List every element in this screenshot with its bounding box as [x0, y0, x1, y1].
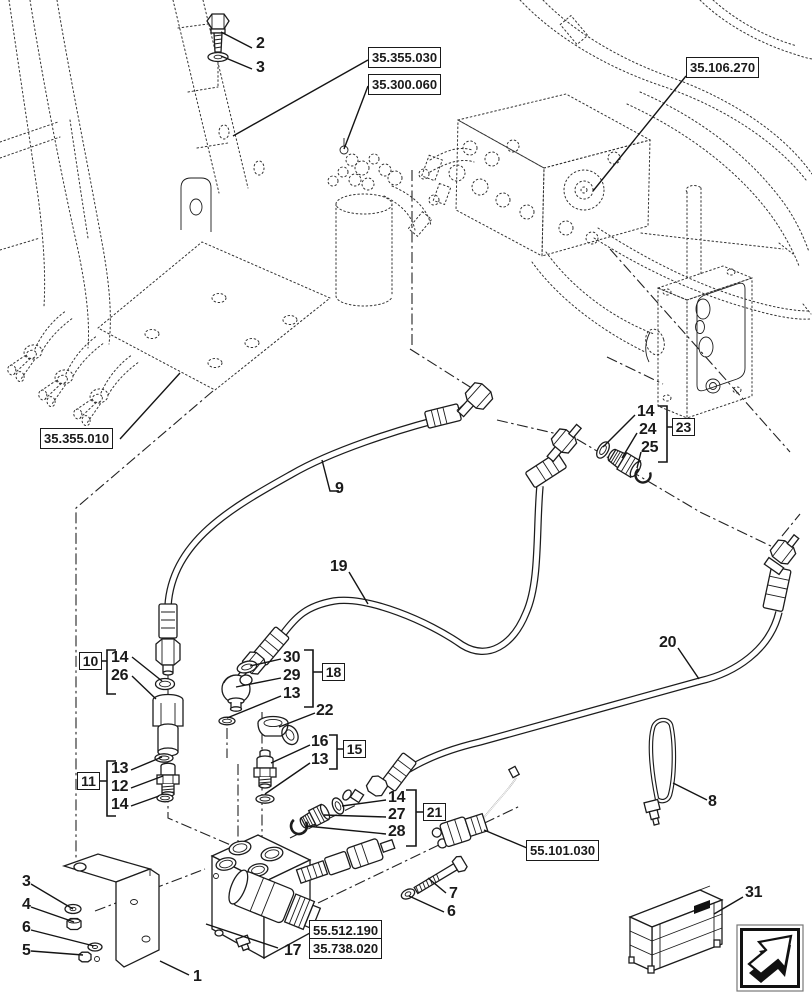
- hose-19: [236, 423, 583, 680]
- item-callout[interactable]: 3: [22, 873, 31, 890]
- item-callout[interactable]: 14: [111, 796, 129, 813]
- hose-9: [155, 382, 494, 676]
- fitting-column-left: [152, 677, 184, 803]
- clamp-8: [643, 717, 677, 826]
- hoses-ghost-top: [519, 0, 812, 320]
- item-callout[interactable]: 1: [193, 968, 202, 985]
- item-callout[interactable]: 25: [641, 439, 659, 456]
- bolt-2: [206, 13, 230, 53]
- item-callout[interactable]: 14: [637, 403, 655, 420]
- item-callout[interactable]: 29: [283, 667, 301, 684]
- oil-filter-ghost: [327, 138, 475, 307]
- item-callout[interactable]: 4: [22, 896, 31, 913]
- item-callout[interactable]: 12: [111, 778, 129, 795]
- group-ref-box[interactable]: 18: [322, 663, 345, 681]
- page-ref-link[interactable]: 35.738.020: [309, 938, 383, 959]
- phantom-centerlines: [75, 170, 801, 912]
- fitting-column-middle: [218, 660, 299, 804]
- page-ref-link[interactable]: 55.101.030: [526, 840, 600, 861]
- page-ref-link[interactable]: 35.300.060: [368, 74, 442, 95]
- bracket-1: [61, 853, 160, 968]
- item-callout[interactable]: 13: [283, 685, 301, 702]
- crate-31: [628, 885, 724, 974]
- group-ref-box[interactable]: 10: [79, 652, 102, 670]
- rear-support-bracket-ghost: [645, 265, 754, 419]
- loader-boom-ghost: [0, 0, 331, 427]
- group-brackets: [100, 405, 672, 847]
- item-callout[interactable]: 13: [111, 760, 129, 777]
- leader-lines: [30, 31, 744, 976]
- item-callout[interactable]: 20: [659, 634, 677, 651]
- item-callout[interactable]: 14: [388, 789, 406, 806]
- item-callout[interactable]: 14: [111, 649, 129, 666]
- item-callout[interactable]: 9: [335, 480, 344, 497]
- item-callout[interactable]: 8: [708, 793, 717, 810]
- hose-20: [342, 533, 800, 804]
- hydraulic-pump-ghost: [418, 93, 665, 356]
- item-callout[interactable]: 26: [111, 667, 129, 684]
- item-callout[interactable]: 24: [639, 421, 657, 438]
- connector-55101030: [431, 765, 521, 849]
- item-callout[interactable]: 2: [256, 35, 265, 52]
- item-callout[interactable]: 5: [22, 942, 31, 959]
- item-callout[interactable]: 27: [388, 806, 406, 823]
- valve-block-17: [210, 834, 396, 960]
- continue-arrow-icon: [736, 924, 804, 992]
- group-ref-box[interactable]: 23: [672, 418, 695, 436]
- page-ref-link[interactable]: 55.512.190: [309, 920, 383, 941]
- item-callout[interactable]: 6: [22, 919, 31, 936]
- item-callout[interactable]: 13: [311, 751, 329, 768]
- group-ref-box[interactable]: 21: [423, 803, 446, 821]
- group-ref-box[interactable]: 11: [77, 772, 100, 790]
- continue-arrow-button[interactable]: [736, 924, 804, 992]
- washer-3: [207, 51, 229, 87]
- item-callout[interactable]: 16: [311, 733, 329, 750]
- item-callout[interactable]: 7: [449, 885, 458, 902]
- fitting-group-21: [289, 797, 345, 836]
- item-callout[interactable]: 28: [388, 823, 406, 840]
- item-callout[interactable]: 19: [330, 558, 348, 575]
- item-callout[interactable]: 22: [316, 702, 334, 719]
- item-callout[interactable]: 31: [745, 884, 763, 901]
- item-callout[interactable]: 6: [447, 903, 456, 920]
- item-callout[interactable]: 3: [256, 59, 265, 76]
- item-callout[interactable]: 30: [283, 649, 301, 666]
- page-ref-link[interactable]: 35.355.030: [368, 47, 442, 68]
- washer-nut-hardware: [64, 903, 103, 963]
- group-ref-box[interactable]: 15: [343, 740, 366, 758]
- item-callout[interactable]: 17: [284, 942, 302, 959]
- page-ref-link[interactable]: 35.355.010: [40, 428, 114, 449]
- page-ref-link[interactable]: 35.106.270: [686, 57, 760, 78]
